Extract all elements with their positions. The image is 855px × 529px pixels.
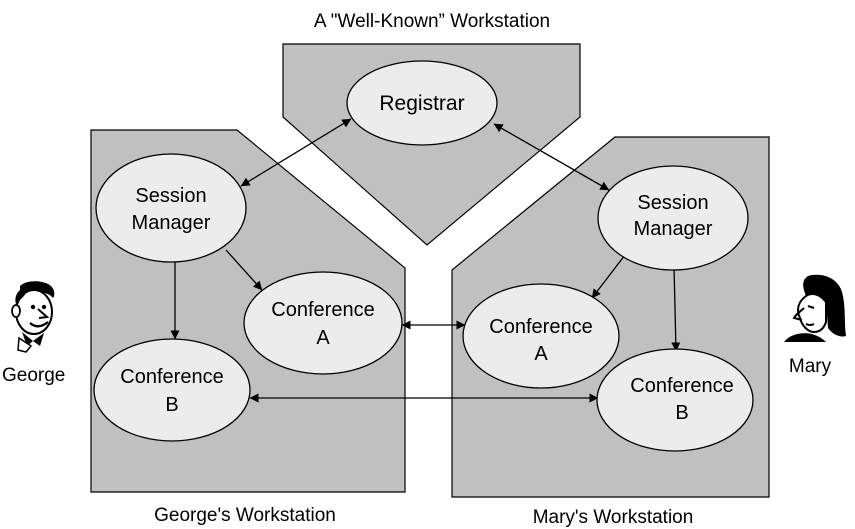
- edge-mary-session-manager-conference-b: [671, 265, 681, 352]
- edge-george-session-manager-conference-a: [225, 249, 263, 291]
- mary-session-manager-label-line2: Manager: [634, 218, 713, 240]
- george-face-icon: [11, 281, 55, 353]
- mary-conference-a-node: Conference A: [462, 283, 620, 389]
- mary-workstation-label: Mary's Workstation: [533, 507, 694, 528]
- george-conference-b-node: Conference B: [93, 338, 251, 442]
- george-session-manager-label-line1: Session: [135, 185, 206, 207]
- george-conference-a-label-line1: Conference: [271, 299, 374, 321]
- george-conference-b-label-line1: Conference: [120, 366, 223, 388]
- well-known-workstation-label: A "Well-Known” Workstation: [314, 11, 550, 32]
- george-workstation-label: George's Workstation: [154, 505, 336, 526]
- mary-session-manager-label-line1: Session: [637, 192, 708, 214]
- mary-name-label: Mary: [789, 356, 832, 377]
- edge-registrar-george-session-manager: [240, 118, 352, 187]
- george-conference-a-label-line2: A: [316, 327, 330, 349]
- george-name-label: George: [2, 365, 65, 386]
- george-conference-a-node: Conference A: [243, 271, 403, 375]
- mary-conference-a-label-line1: Conference: [489, 316, 592, 338]
- mary-conference-a-label-line2: A: [534, 343, 548, 365]
- george-session-manager-node: Session Manager: [95, 153, 247, 263]
- mary-conference-b-label-line2: B: [675, 402, 688, 424]
- mary-face-icon: [784, 274, 846, 342]
- george-session-manager-label-line2: Manager: [132, 212, 211, 234]
- edge-mary-session-manager-conference-a: [591, 254, 626, 299]
- mary-session-manager-node: Session Manager: [597, 165, 749, 271]
- mary-conference-b-label-line1: Conference: [630, 375, 733, 397]
- edge-registrar-mary-session-manager: [493, 123, 610, 191]
- mary-conference-b-node: Conference B: [596, 348, 754, 452]
- edges-group: [170, 118, 681, 403]
- george-conference-b-label-line2: B: [165, 394, 178, 416]
- registrar-node: Registrar: [346, 60, 498, 146]
- registrar-label: Registrar: [379, 92, 464, 115]
